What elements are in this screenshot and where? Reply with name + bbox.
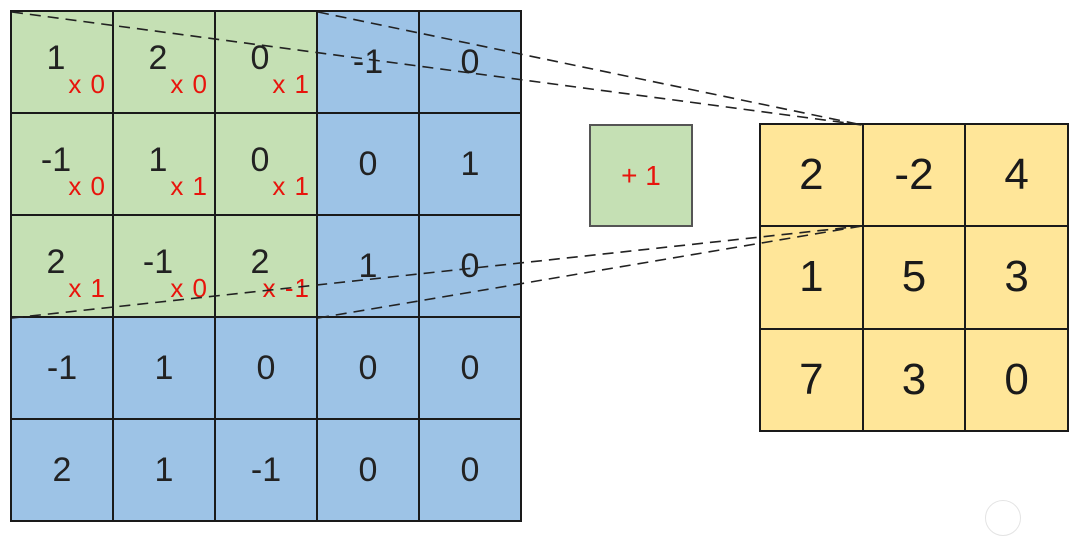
input-value: 0 xyxy=(256,348,276,387)
input-value: 1 xyxy=(460,144,480,183)
input-cell: 0 xyxy=(318,318,418,418)
output-cell: 0 xyxy=(966,329,1067,430)
input-cell: 0 xyxy=(318,114,418,214)
kernel-weight-label: x 1 xyxy=(170,171,208,201)
input-value: 2 xyxy=(148,38,168,77)
output-value: 2 xyxy=(799,150,824,200)
input-cell: -1 xyxy=(216,420,316,520)
input-value: 1 xyxy=(358,246,378,285)
input-cell: 1 xyxy=(114,420,214,520)
output-cell: 3 xyxy=(863,329,965,430)
input-cell: 1 xyxy=(318,216,418,316)
kernel-weight-label: x 0 xyxy=(68,171,106,201)
input-cell: 1 xyxy=(420,114,520,214)
input-cell: 0 xyxy=(420,318,520,418)
kernel-weight-label: x 1 xyxy=(68,273,106,303)
output-value: -2 xyxy=(894,150,934,200)
input-value: 0 xyxy=(358,144,378,183)
kernel-weight-label: x 0 xyxy=(170,273,208,303)
input-cell: 0 xyxy=(420,420,520,520)
output-value: 1 xyxy=(799,252,824,302)
input-value: -1 xyxy=(46,348,78,387)
kernel-weight-label: x 0 xyxy=(170,69,208,99)
output-cell: 2 xyxy=(761,125,862,226)
output-value: 0 xyxy=(1004,354,1029,404)
output-cell: -2 xyxy=(863,125,965,226)
input-cell: 1 xyxy=(114,318,214,418)
input-value: 1 xyxy=(148,140,168,179)
output-value: 3 xyxy=(901,354,927,404)
input-cell: 0 xyxy=(216,318,316,418)
input-cell: 0 xyxy=(318,420,418,520)
input-value: -1 xyxy=(40,140,72,179)
input-cell: -1 xyxy=(12,318,112,418)
input-value: -1 xyxy=(250,450,282,489)
input-value: 0 xyxy=(460,348,480,387)
input-value: 1 xyxy=(46,38,66,77)
input-cell: 2 xyxy=(12,420,112,520)
input-cell: 0 xyxy=(420,12,520,112)
input-cell: -1 xyxy=(318,12,418,112)
kernel-weight-label: x -1 xyxy=(262,273,310,303)
output-value: 7 xyxy=(799,354,824,404)
input-value: 0 xyxy=(460,246,480,285)
input-value: 0 xyxy=(358,348,378,387)
output-cell: 3 xyxy=(966,227,1067,328)
input-value: -1 xyxy=(352,42,384,81)
input-value: 0 xyxy=(250,38,270,77)
kernel-weight-label: x 1 xyxy=(272,69,310,99)
input-value: 0 xyxy=(460,42,480,81)
input-value: 0 xyxy=(358,450,378,489)
input-value: 0 xyxy=(460,450,480,489)
kernel-weight-label: x 0 xyxy=(68,69,106,99)
corner-circle xyxy=(985,500,1021,536)
output-cell: 5 xyxy=(863,227,965,328)
output-cell: 7 xyxy=(761,329,862,430)
bias-box: + 1 xyxy=(589,124,693,227)
output-cell: 1 xyxy=(761,227,862,328)
input-value: -1 xyxy=(142,242,174,281)
output-value: 3 xyxy=(1004,252,1029,302)
output-cell: 4 xyxy=(966,125,1067,226)
input-value: 2 xyxy=(52,450,72,489)
output-value: 5 xyxy=(901,252,927,302)
output-value: 4 xyxy=(1004,150,1029,200)
input-value: 1 xyxy=(154,450,174,489)
input-cell: 0 xyxy=(420,216,520,316)
kernel-weight-label: x 1 xyxy=(272,171,310,201)
input-value: 0 xyxy=(250,140,270,179)
bias-label: + 1 xyxy=(621,159,661,191)
input-value: 2 xyxy=(46,242,66,281)
input-value: 1 xyxy=(154,348,174,387)
output-matrix: 2 -2 4 1 5 3 7 3 0 xyxy=(759,123,1069,432)
